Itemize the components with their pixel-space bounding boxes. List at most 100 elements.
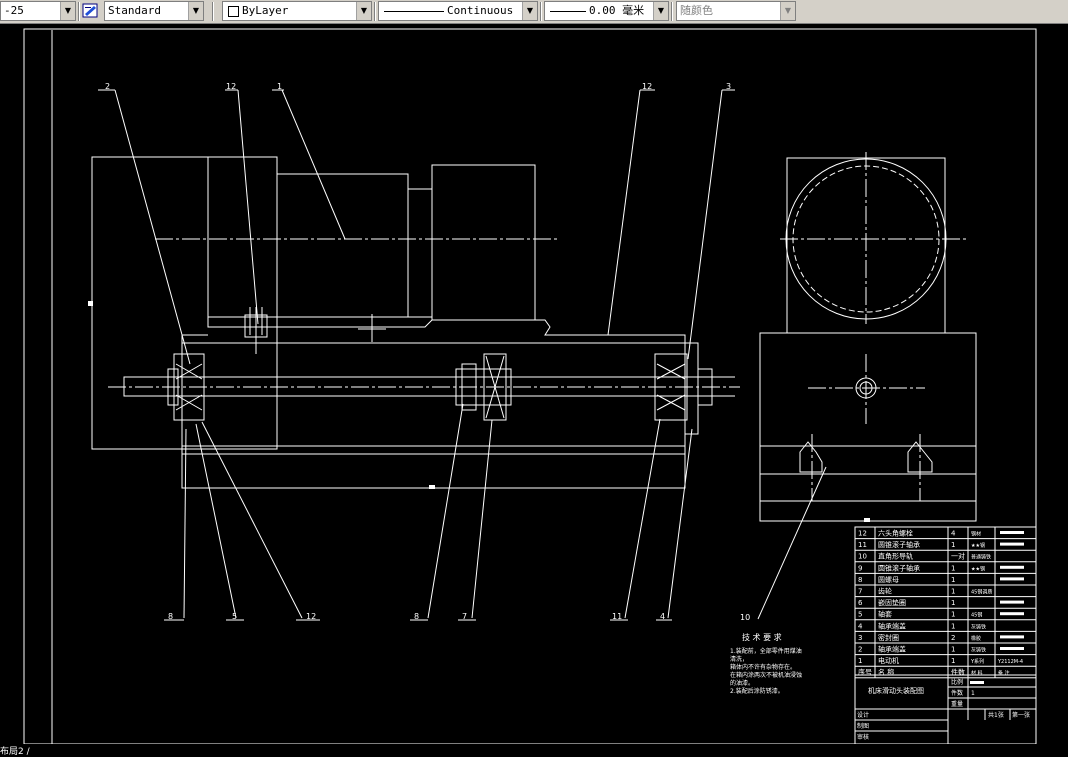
bom-cell-no: 9 bbox=[858, 564, 862, 572]
bom-cell-name: 密封圈 bbox=[878, 633, 899, 642]
lineweight-select[interactable]: 0.00 毫米 ▼ bbox=[544, 1, 669, 21]
bom-cell-qty: 1 bbox=[951, 588, 955, 596]
balloon-label: 11 bbox=[612, 612, 622, 621]
bom-cell-qty: 2 bbox=[951, 634, 955, 642]
balloon-label: 1 bbox=[277, 82, 282, 91]
chevron-down-icon[interactable]: ▼ bbox=[522, 2, 537, 20]
filled-field-mark bbox=[1000, 612, 1024, 616]
bom-cell-no: 12 bbox=[858, 530, 867, 538]
tech-req-line: 箱体内不许有杂物存在。 bbox=[730, 663, 796, 671]
bom-cell-name: 齿轮 bbox=[878, 587, 892, 596]
bom-cell-mat: ★★钢 bbox=[971, 542, 985, 549]
bom-cell-qty: 1 bbox=[951, 622, 955, 630]
chevron-down-icon[interactable]: ▼ bbox=[653, 2, 668, 20]
balloon-label: 4 bbox=[660, 612, 665, 621]
chevron-down-icon[interactable]: ▼ bbox=[780, 2, 795, 20]
side-view bbox=[759, 152, 977, 522]
title-block bbox=[854, 674, 1037, 744]
layer-value: ByLayer bbox=[242, 4, 289, 17]
layer-color-select[interactable]: ByLayer ▼ bbox=[222, 1, 372, 21]
grip-marker[interactable] bbox=[88, 301, 93, 306]
bom-cell-qty: 1 bbox=[951, 564, 955, 572]
filled-field-mark bbox=[1000, 577, 1024, 581]
drawing-canvas[interactable]: 2 12 1 12 3 8 5 12 8 7 11 4 10 技 术 要 求 1… bbox=[0, 24, 1068, 744]
grip-marker[interactable] bbox=[429, 485, 435, 489]
toolbar-separator bbox=[78, 2, 80, 21]
qty-value: 1 bbox=[971, 690, 975, 697]
chevron-down-icon[interactable]: ▼ bbox=[188, 2, 203, 20]
lineweight-value: 0.00 毫米 bbox=[589, 4, 645, 17]
filled-field-mark bbox=[970, 681, 984, 684]
bom-cell-mat: 45钢调质 bbox=[971, 589, 992, 596]
color-value: 随颜色 bbox=[680, 4, 713, 17]
color-swatch-icon bbox=[228, 6, 239, 17]
textstyle-value: Standard bbox=[108, 4, 161, 17]
bom-cell-mat: Y系列 bbox=[970, 658, 984, 665]
bom-cell-qty: 一对 bbox=[951, 552, 965, 561]
toolbar-separator bbox=[212, 2, 214, 21]
bom-cell-no: 6 bbox=[858, 599, 863, 607]
plotstyle-select[interactable]: 随颜色 ▼ bbox=[676, 1, 796, 21]
bom-cell-name: 电动机 bbox=[878, 656, 899, 665]
front-view bbox=[91, 156, 740, 489]
bom-cell-mat: 灰铸铁 bbox=[971, 647, 986, 654]
bom-cell-no: 8 bbox=[858, 576, 862, 584]
bom-cell-name: 嵌固垫圈 bbox=[878, 598, 906, 607]
bom-cell-no: 11 bbox=[858, 541, 867, 549]
drawing-name: 机床滑动头装配图 bbox=[868, 686, 924, 695]
bom-cell-mat: 材 料 bbox=[971, 670, 983, 677]
bom-cell-mat: 45钢 bbox=[971, 612, 982, 619]
draw-label: 制图 bbox=[857, 722, 869, 730]
bom-cell-name: 轴承端盖 bbox=[878, 621, 906, 630]
dimstyle-select[interactable]: -25 ▼ bbox=[0, 1, 76, 21]
bom-cell-mat: 橡胶 bbox=[971, 635, 981, 642]
grip-marker[interactable] bbox=[864, 518, 870, 522]
toolbar-separator bbox=[540, 2, 542, 21]
tech-req-title: 技 术 要 求 bbox=[742, 632, 782, 642]
chevron-down-icon[interactable]: ▼ bbox=[60, 2, 75, 20]
bom-cell-no: 序号 bbox=[858, 668, 872, 677]
scale-label: 比例 bbox=[951, 678, 963, 686]
balloon-label: 8 bbox=[414, 612, 419, 621]
qty-label: 件数 bbox=[951, 689, 963, 697]
bom-cell-no: 10 bbox=[858, 553, 867, 561]
tech-req-line: 清洗， bbox=[730, 655, 748, 663]
bom-cell-no: 2 bbox=[858, 646, 862, 654]
balloon-label: 2 bbox=[105, 82, 110, 91]
balloon-label: 5 bbox=[232, 612, 237, 621]
textstyle-select[interactable]: Standard ▼ bbox=[104, 1, 204, 21]
technical-requirements: 技 术 要 求 1.装配前，全部零件用煤油 清洗， 箱体内不许有杂物存在。 在箱… bbox=[730, 632, 802, 695]
check-label: 审核 bbox=[857, 733, 869, 741]
toolbar-separator bbox=[671, 2, 673, 21]
balloon-labels: 2 12 1 12 3 8 5 12 8 7 11 4 10 bbox=[105, 82, 750, 622]
bom-cell-mat: 钢材 bbox=[971, 531, 981, 538]
filled-field-mark bbox=[1000, 600, 1024, 604]
leader-lines bbox=[98, 89, 827, 621]
sheet-total: 共1张 bbox=[988, 711, 1004, 719]
toolbar-separator bbox=[374, 2, 376, 21]
layout-tab[interactable]: 布局2 / bbox=[0, 747, 30, 757]
bom-cell-no: 5 bbox=[858, 611, 862, 619]
dimstyle-value: -25 bbox=[4, 4, 24, 17]
filled-field-mark bbox=[1000, 565, 1024, 569]
tech-req-line: 在箱内涂两次不被机油浸蚀 bbox=[730, 671, 802, 679]
chevron-down-icon[interactable]: ▼ bbox=[356, 2, 371, 20]
bom-cell-mat: ★★钢 bbox=[971, 565, 985, 572]
bom-cell-note: 备 注 bbox=[998, 670, 1010, 677]
bom-cell-qty: 件数 bbox=[951, 668, 965, 677]
bom-cell-no: 7 bbox=[858, 588, 862, 596]
bom-cell-qty: 1 bbox=[951, 576, 955, 584]
bom-cell-no: 4 bbox=[858, 622, 863, 630]
bom-cell-name: 名 称 bbox=[878, 668, 894, 677]
linetype-select[interactable]: Continuous ▼ bbox=[378, 1, 538, 21]
filled-field-mark bbox=[1000, 542, 1024, 546]
bom-cell-name: 轴承端盖 bbox=[878, 645, 906, 654]
linetype-value: Continuous bbox=[447, 4, 514, 17]
sheet-no: 第一张 bbox=[1012, 711, 1030, 719]
bom-cell-qty: 1 bbox=[951, 599, 955, 607]
balloon-label: 10 bbox=[740, 613, 750, 622]
text-style-icon[interactable] bbox=[82, 2, 100, 20]
line-sample-icon bbox=[384, 11, 444, 12]
weight-label: 重量 bbox=[951, 700, 963, 708]
